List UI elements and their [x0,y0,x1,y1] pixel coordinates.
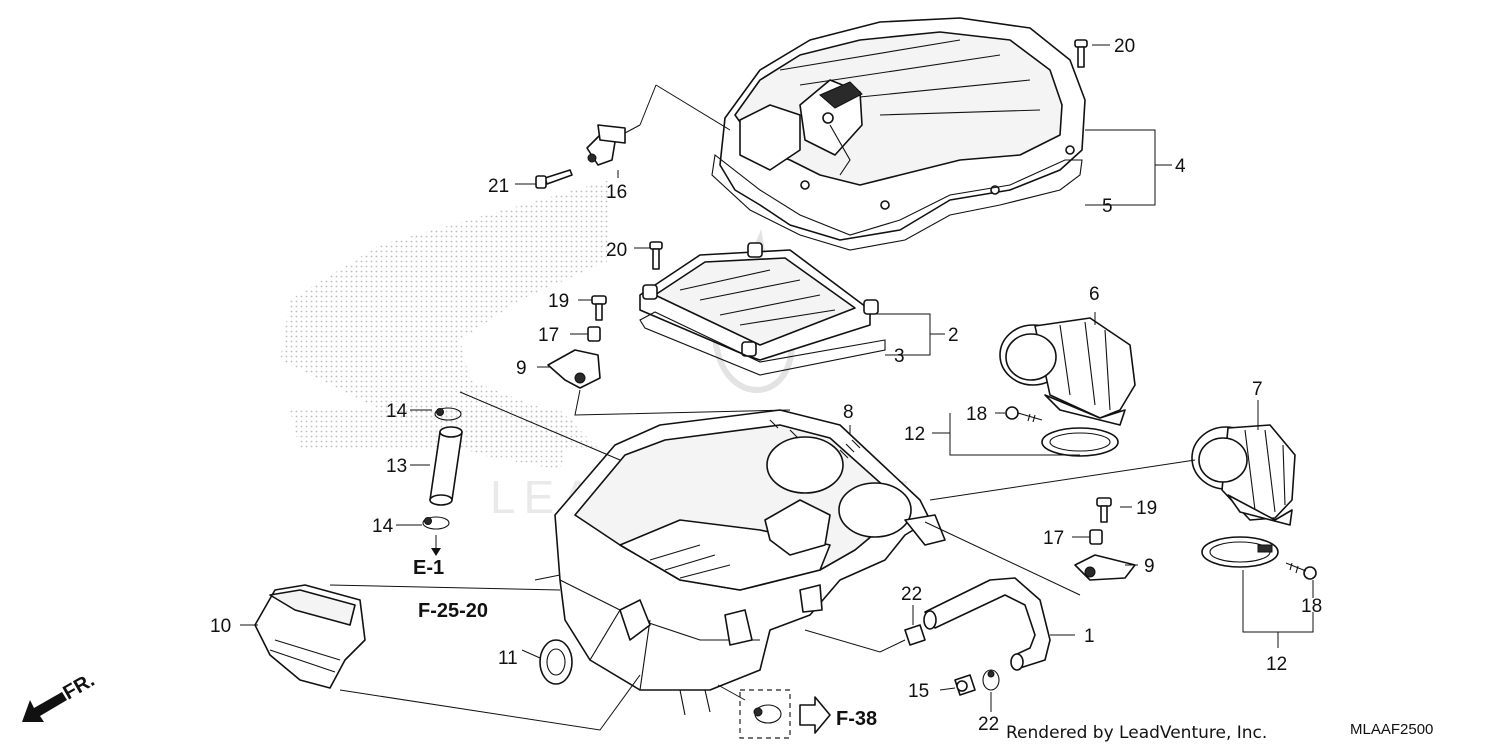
ref-f-38[interactable]: F-38 [836,708,877,730]
breather-tube-1[interactable] [923,577,1051,671]
air-filter-gasket[interactable] [639,311,886,376]
callout-19-left[interactable]: 19 [548,291,569,312]
clamp-14-top[interactable] [434,407,462,421]
callout-16[interactable]: 16 [606,182,627,203]
plug-15[interactable] [954,674,976,696]
clip-9-left[interactable] [547,349,601,389]
clamp-f38[interactable] [753,704,782,724]
front-arrow-icon [22,692,67,722]
screw-18-left[interactable] [1005,406,1043,423]
callout-21[interactable]: 21 [488,176,509,197]
band-12-right[interactable] [1201,536,1279,568]
callout-9-right[interactable]: 9 [1144,556,1155,577]
callout-5[interactable]: 5 [1102,196,1113,217]
callout-22-top[interactable]: 22 [901,584,922,605]
air-cleaner-housing[interactable] [554,409,946,716]
callout-15[interactable]: 15 [908,681,929,702]
grommet-11[interactable] [539,639,573,685]
callout-18-right[interactable]: 18 [1301,596,1322,617]
callouts: 20 4 5 21 16 20 2 3 19 17 9 6 7 8 18 12 … [210,36,1322,735]
ref-f-25-20[interactable]: F-25-20 [418,600,488,622]
callout-12-left[interactable]: 12 [904,424,925,445]
drain-hose-13[interactable] [429,426,463,506]
callout-1[interactable]: 1 [1084,626,1095,647]
diagram-code: MLAAF2500 [1350,721,1433,738]
collar-17-right[interactable] [1089,529,1103,545]
credit-text: Rendered by LeadVenture, Inc. [1006,723,1267,743]
callout-8[interactable]: 8 [843,402,854,423]
clamp-22-top[interactable] [904,624,926,646]
connecting-tube-7[interactable] [1191,424,1296,526]
air-filter-element[interactable] [639,242,879,361]
air-cleaner-cover[interactable] [711,17,1086,251]
connecting-tube-6[interactable] [999,317,1136,426]
callout-20-top[interactable]: 20 [1114,36,1135,57]
screw-20-mid[interactable] [649,241,663,270]
leader-lines [240,44,1314,731]
arrow-f38 [799,696,831,734]
callout-18-left[interactable]: 18 [966,404,987,425]
callout-14-bottom[interactable]: 14 [372,516,394,537]
screw-19-left[interactable] [591,295,607,321]
inlet-duct-10[interactable] [254,584,366,689]
callout-3[interactable]: 3 [894,346,905,367]
callout-7[interactable]: 7 [1252,379,1263,400]
callout-11[interactable]: 11 [498,648,518,669]
screw-21[interactable] [535,169,573,189]
callout-2[interactable]: 2 [948,325,959,346]
callout-13[interactable]: 13 [386,456,407,477]
callout-19-right[interactable]: 19 [1136,498,1157,519]
intake-air-temp-sensor[interactable] [586,124,641,166]
clamp-22-bottom[interactable] [982,669,1000,691]
callout-17-right[interactable]: 17 [1043,528,1064,549]
screw-20-top[interactable] [1074,39,1088,68]
callout-9-left[interactable]: 9 [516,358,527,379]
clamp-14-bottom[interactable] [422,516,450,530]
callout-20-mid[interactable]: 20 [606,240,627,261]
clip-9-right[interactable] [1074,554,1136,581]
screw-19-right[interactable] [1096,497,1112,523]
collar-17-left[interactable] [587,326,601,342]
screw-18-right[interactable] [1285,562,1317,580]
band-12-left[interactable] [1041,427,1119,457]
f38-dashed-box [739,689,791,739]
callout-22-bottom[interactable]: 22 [978,714,999,735]
callout-14-top[interactable]: 14 [386,401,408,422]
callout-10[interactable]: 10 [210,616,231,637]
callout-4[interactable]: 4 [1175,156,1186,177]
callout-12-right[interactable]: 12 [1266,654,1287,675]
callout-17-left[interactable]: 17 [538,325,559,346]
ref-e1[interactable]: E-1 [413,557,444,579]
callout-6[interactable]: 6 [1089,284,1100,305]
